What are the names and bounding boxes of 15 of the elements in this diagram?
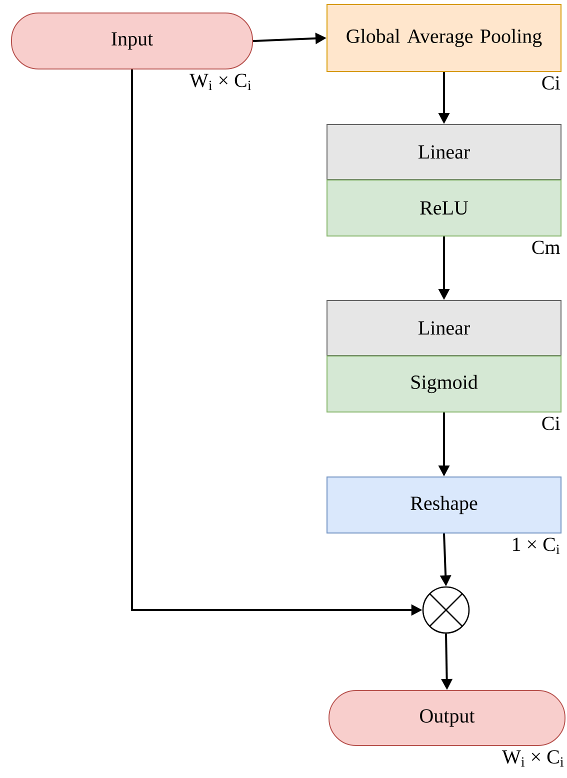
process-box: Reshape xyxy=(326,476,562,534)
dimension-label: Cm xyxy=(532,240,560,254)
dimension-label: 1 × C$_{i}$ xyxy=(513,538,560,554)
dimension-label: W$_{i}$ × C$_{i}$ xyxy=(502,750,564,767)
process-box: Linear xyxy=(326,124,562,180)
terminal-box: Output xyxy=(328,690,566,746)
process-box: Linear xyxy=(326,300,562,356)
dimension-label: Ci xyxy=(542,416,560,430)
terminal-box: Input xyxy=(11,12,253,70)
process-box: ReLU xyxy=(326,180,562,236)
process-box: Global Average Pooling xyxy=(326,4,562,72)
multiply-symbol xyxy=(422,586,470,634)
dimension-label: W$_{i}$ × C$_{i}$ xyxy=(190,74,252,90)
dimension-label: Ci xyxy=(542,76,560,90)
process-box: Sigmoid xyxy=(326,356,562,412)
